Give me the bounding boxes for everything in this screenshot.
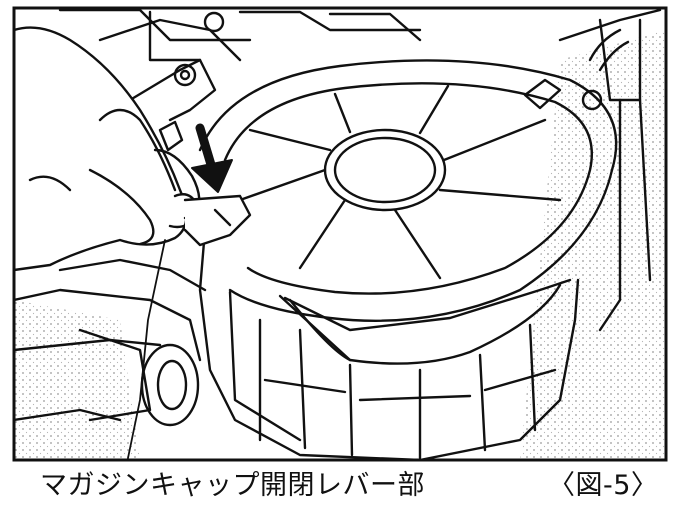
housing-body [198, 228, 580, 460]
down-arrow-icon [191, 123, 233, 193]
background-tone-right [520, 30, 666, 460]
background-tone-left [14, 300, 140, 460]
figure-number: 〈図-5〉 [548, 470, 659, 501]
figure-frame [12, 6, 668, 462]
mechanism-background [58, 8, 662, 332]
lever-bracket [128, 58, 217, 152]
magazine-cap [198, 59, 618, 322]
part-label: マガジンキャップ開閉レバー部 [40, 470, 425, 501]
cap-lever [183, 194, 252, 247]
leader-line [127, 239, 166, 459]
left-mechanism [14, 258, 207, 427]
